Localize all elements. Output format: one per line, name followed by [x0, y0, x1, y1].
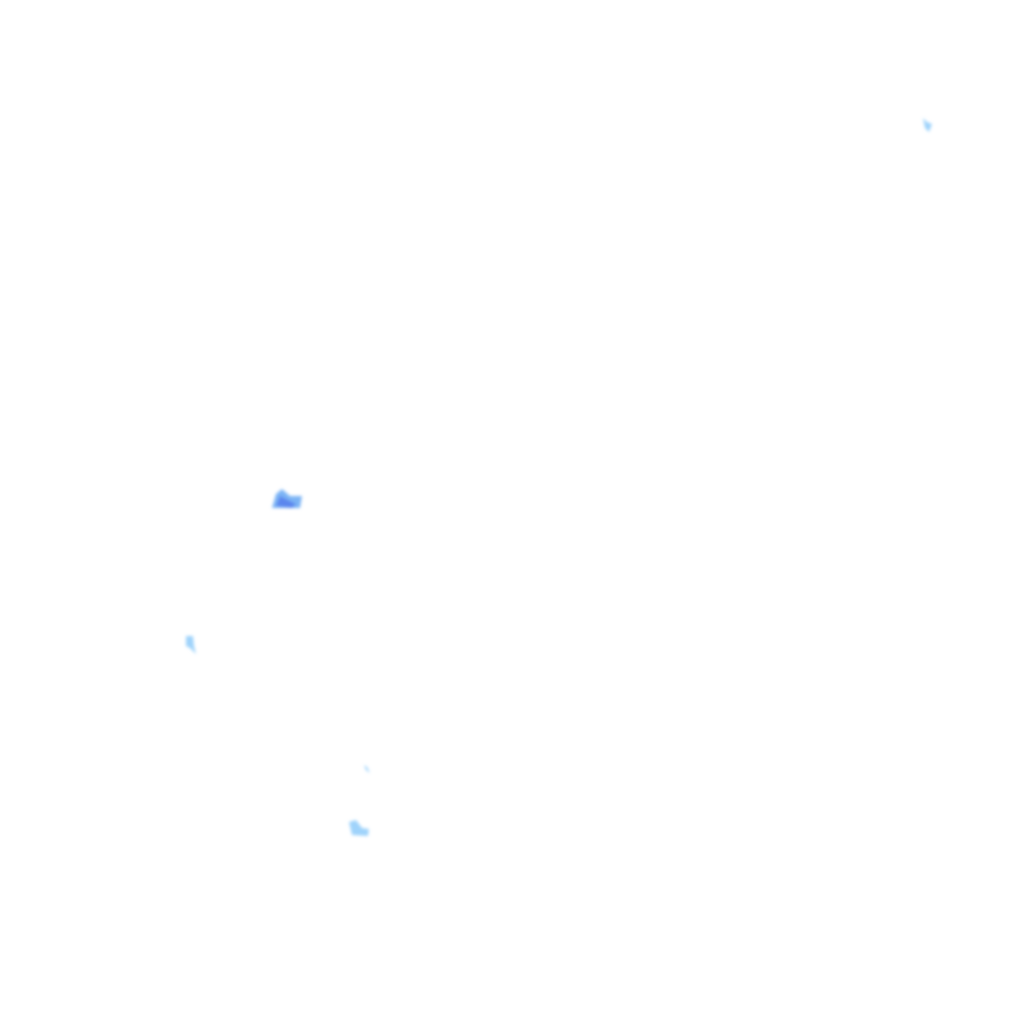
precip-cell-sw	[186, 636, 196, 654]
precip-cell-west	[272, 489, 302, 508]
precip-cell-ne	[923, 118, 932, 132]
precip-cell-trace	[364, 765, 370, 773]
precip-cell-south	[349, 820, 369, 836]
